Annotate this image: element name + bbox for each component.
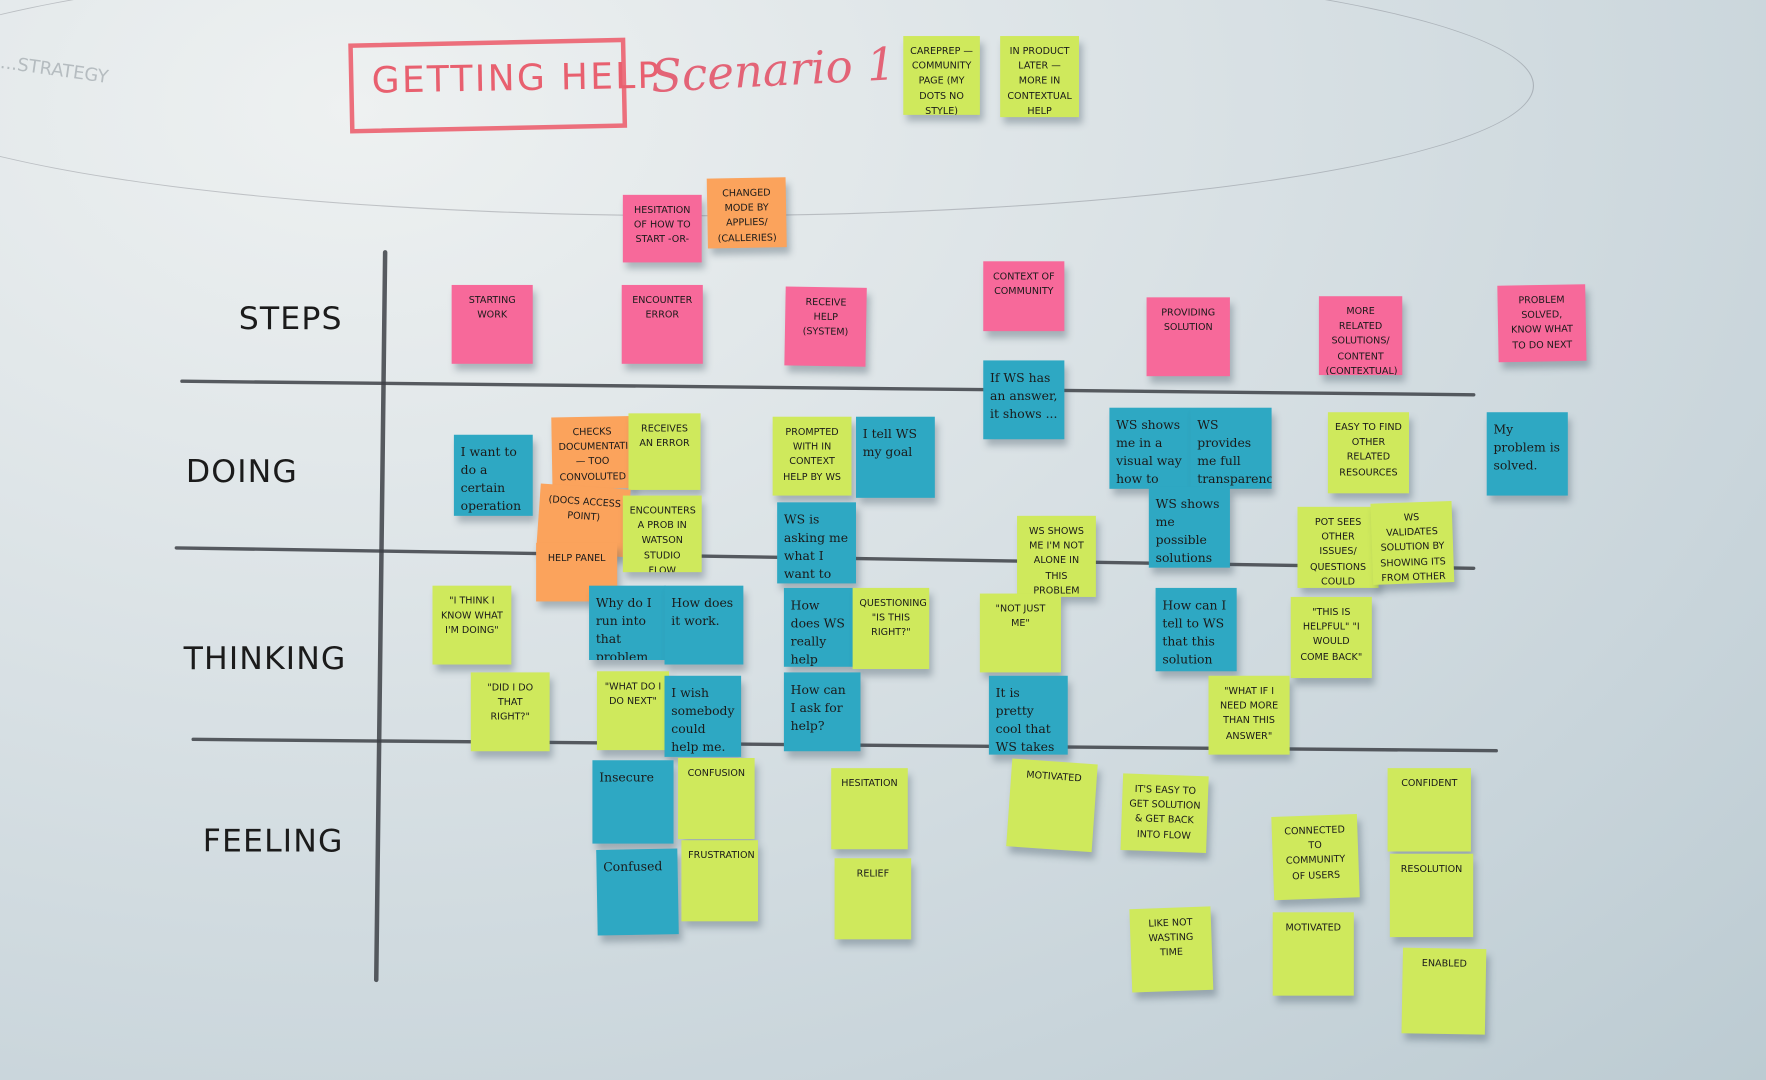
sticky-note-teal: WS shows me possible solutions [1148, 486, 1230, 568]
sticky-note-green: EASY TO FIND OTHER RELATED RESOURCES [1327, 412, 1410, 494]
row-label-thinking: THINKING [183, 639, 347, 677]
sticky-note-pink: PROBLEM SOLVED, KNOW WHAT TO DO NEXT [1497, 284, 1587, 363]
sticky-note-green: "I THINK I KNOW WHAT I'M DOING" [432, 585, 512, 665]
sticky-note-pink: MORE RELATED SOLUTIONS/ CONTENT (CONTEXT… [1318, 296, 1403, 376]
vertical-divider-line [373, 250, 388, 983]
sticky-note-green: CAREPREP — COMMUNITY PAGE (MY DOTS NO ST… [903, 36, 980, 115]
sticky-note-green: RELIEF [834, 858, 912, 940]
row-label-steps: STEPS [238, 299, 343, 337]
sticky-note-teal: WS is asking me what I want to achieve [777, 502, 856, 584]
sticky-note-teal: WS shows me in a visual way how to deal … [1109, 407, 1191, 489]
sticky-note-green: ENCOUNTERS A PROB IN WATSON STUDIO FLOW [622, 495, 702, 573]
sticky-note-orange: CHECKS DOCUMENTATION — TOO CONVOLUTED [551, 416, 634, 490]
sticky-note-green: LIKE NOT WASTING TIME [1129, 906, 1214, 993]
sticky-note-green: IT'S EASY TO GET SOLUTION & GET BACK INT… [1120, 773, 1209, 853]
sticky-note-green: "WHAT DO I DO NEXT" [596, 671, 670, 751]
sticky-note-green: "THIS IS HELPFUL" "I WOULD COME BACK" [1290, 596, 1372, 679]
sticky-note-green: FRUSTRATION [681, 840, 758, 922]
sticky-note-green: QUESTIONING "IS THIS RIGHT?" [852, 587, 930, 670]
sticky-note-pink: STARTING WORK [451, 284, 533, 364]
sticky-note-green: CONFUSION [678, 757, 755, 840]
sticky-note-teal: I wish somebody could help me. [664, 675, 742, 757]
sticky-note-green: POT SEES OTHER ISSUES/ QUESTIONS COULD A… [1297, 506, 1379, 588]
sticky-note-green: "WHAT IF I NEED MORE THAN THIS ANSWER" [1208, 675, 1290, 755]
sticky-note-teal: Why do I run into that problem [589, 585, 666, 661]
row-label-feeling: FEELING [202, 822, 344, 860]
sticky-note-pink: CONTEXT OF COMMUNITY [983, 261, 1065, 332]
sticky-note-pink: RECEIVE HELP (SYSTEM) [784, 286, 867, 367]
sticky-note-teal: Confused [596, 848, 679, 936]
sticky-note-teal: It is pretty cool that WS takes advantag… [988, 675, 1068, 755]
sticky-note-green: WS SHOWS ME I'M NOT ALONE IN THIS PROBLE… [1017, 515, 1096, 597]
sticky-note-green: IN PRODUCT LATER — MORE IN CONTEXTUAL HE… [1000, 36, 1079, 118]
sticky-note-teal: My problem is solved. [1486, 412, 1568, 496]
sticky-note-pink: ENCOUNTER ERROR [621, 284, 703, 364]
sticky-note-green: "DID I DO THAT RIGHT?" [470, 672, 550, 752]
sticky-note-green: WS VALIDATES SOLUTION BY SHOWING ITS FRO… [1370, 500, 1455, 585]
sticky-note-green: "NOT JUST ME" [979, 593, 1061, 673]
sticky-note-green: ENABLED [1401, 947, 1487, 1035]
sticky-note-green: CONNECTED TO COMMUNITY OF USERS [1271, 813, 1360, 901]
sticky-note-teal: How can I tell to WS that this solution … [1155, 587, 1237, 672]
sticky-note-orange: CHANGED MODE BY APPLIES/ (CALLERIES) [706, 177, 787, 249]
sticky-note-teal: If WS has an answer, it shows ... [983, 360, 1065, 440]
sticky-note-green: PROMPTED WITH IN CONTEXT HELP BY WS [772, 416, 852, 496]
sticky-note-teal: WS provides me full transparency in how … [1190, 407, 1272, 489]
board-title: GETTING HELP [371, 53, 662, 102]
sticky-note-pink: HESITATION OF HOW TO START -OR- [622, 194, 702, 263]
sticky-note-green: CONFIDENT [1387, 768, 1471, 852]
sticky-note-teal: How can I ask for help? [783, 672, 861, 752]
row-label-doing: DOING [185, 452, 298, 490]
sticky-note-green: RECEIVES AN ERROR [628, 413, 701, 490]
sticky-note-teal: How does WS really help me? [783, 587, 854, 667]
sticky-note-pink: PROVIDING SOLUTION [1146, 297, 1230, 377]
row-divider-line [180, 379, 1476, 397]
sticky-note-green: HESITATION [831, 768, 908, 850]
sticky-note-green: RESOLUTION [1389, 853, 1474, 938]
sticky-note-teal: I want to do a certain operation [453, 434, 533, 516]
sticky-note-teal: Insecure [592, 760, 674, 844]
sticky-note-teal: How does it work. [664, 585, 744, 665]
sticky-note-teal: I tell WS my goal [855, 416, 935, 498]
sticky-note-green: MOTIVATED [1006, 758, 1098, 853]
sticky-note-green: MOTIVATED [1272, 912, 1354, 996]
